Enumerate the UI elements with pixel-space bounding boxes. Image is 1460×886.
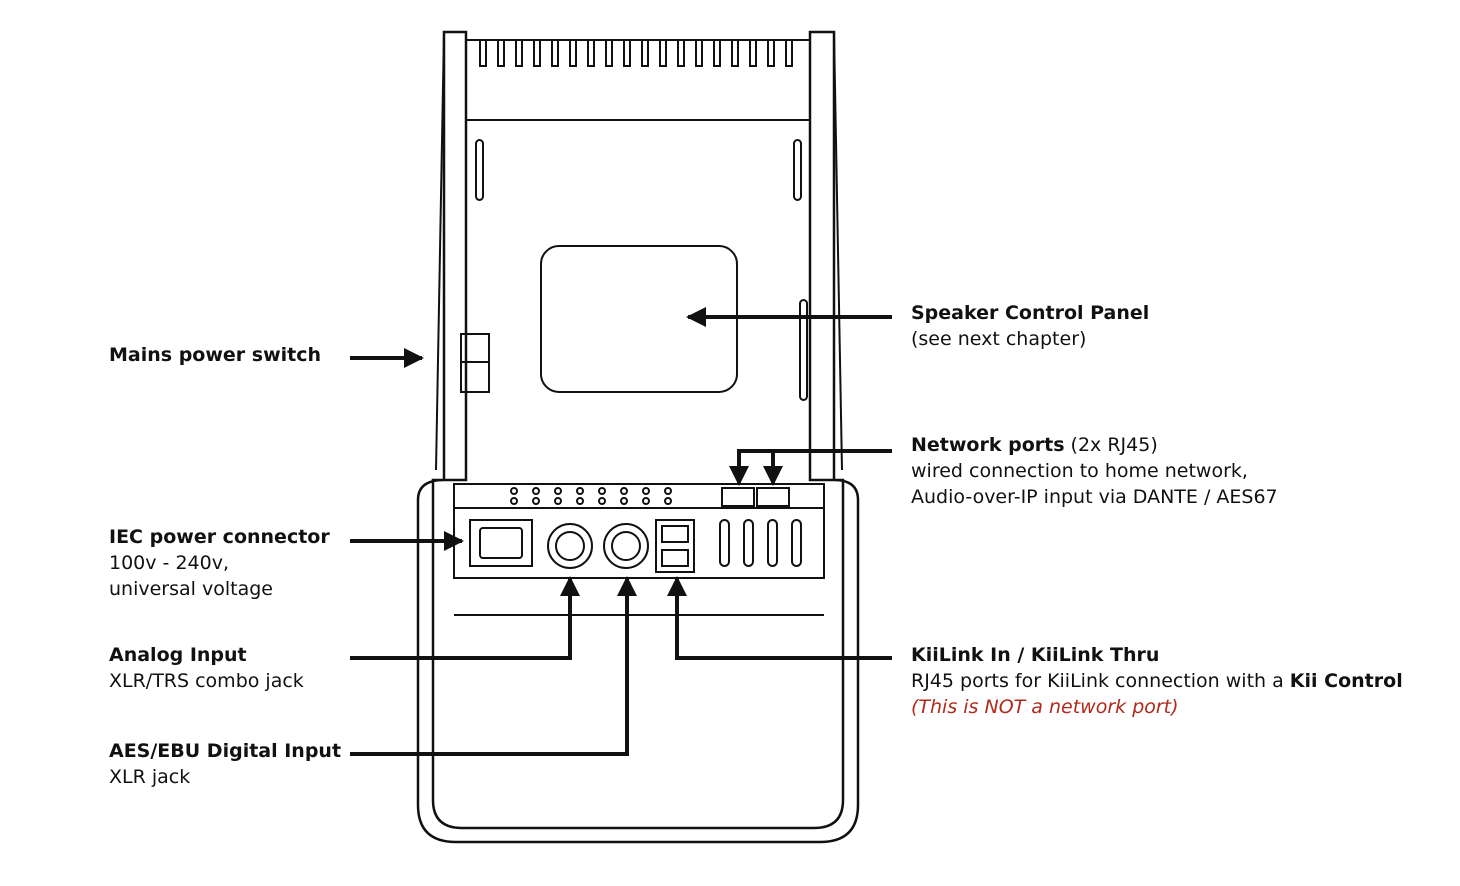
label-control-panel-line1: (see next chapter) bbox=[911, 328, 1087, 350]
arrow-kiilink bbox=[667, 576, 892, 660]
label-kiilink-line1: RJ45 ports for KiiLink connection with a… bbox=[911, 668, 1403, 694]
label-analog: Analog Input XLR/TRS combo jack bbox=[109, 642, 304, 694]
label-aes: AES/EBU Digital Input XLR jack bbox=[109, 738, 341, 790]
speaker-body bbox=[416, 30, 860, 844]
label-network-line1: wired connection to home network, bbox=[911, 460, 1248, 482]
label-mains-switch: Mains power switch bbox=[109, 342, 321, 368]
network-port-2 bbox=[756, 487, 790, 507]
label-iec-line1: 100v - 240v, bbox=[109, 552, 229, 574]
label-iec-line2: universal voltage bbox=[109, 578, 273, 600]
label-kiilink: KiiLink In / KiiLink Thru RJ45 ports for… bbox=[911, 642, 1403, 720]
label-control-panel: Speaker Control Panel (see next chapter) bbox=[911, 300, 1149, 352]
label-analog-line1: XLR/TRS combo jack bbox=[109, 670, 304, 692]
label-aes-title: AES/EBU Digital Input bbox=[109, 740, 342, 762]
label-mains-switch-title: Mains power switch bbox=[109, 344, 322, 366]
arrow-network-1 bbox=[729, 449, 892, 486]
label-iec-title: IEC power connector bbox=[109, 526, 330, 548]
label-kiilink-line1-prefix: RJ45 ports for KiiLink connection with a bbox=[911, 670, 1290, 692]
label-iec: IEC power connector 100v - 240v, univers… bbox=[109, 524, 330, 602]
label-kiilink-line1-bold: Kii Control bbox=[1289, 670, 1403, 692]
label-network-title: Network ports bbox=[911, 434, 1065, 456]
arrow-aes bbox=[350, 576, 637, 756]
analog-combo-jack bbox=[547, 523, 593, 569]
heatsink-fins bbox=[465, 39, 811, 121]
status-leds bbox=[510, 487, 672, 505]
label-network-line2: Audio-over-IP input via DANTE / AES67 bbox=[911, 486, 1278, 508]
label-network: Network ports (2x RJ45) wired connection… bbox=[911, 432, 1278, 510]
label-network-heading: Network ports (2x RJ45) bbox=[911, 432, 1278, 458]
callout-arrows bbox=[350, 307, 892, 756]
iec-power-connector bbox=[469, 519, 533, 567]
network-port-1 bbox=[721, 487, 755, 507]
aes-ebu-xlr-jack bbox=[603, 523, 649, 569]
label-aes-line1: XLR jack bbox=[109, 766, 191, 788]
label-kiilink-warning: (This is NOT a network port) bbox=[911, 696, 1179, 718]
label-control-panel-title: Speaker Control Panel bbox=[911, 302, 1150, 324]
label-kiilink-title: KiiLink In / KiiLink Thru bbox=[911, 644, 1160, 666]
label-network-suffix: (2x RJ45) bbox=[1064, 434, 1158, 456]
label-analog-title: Analog Input bbox=[109, 644, 247, 666]
kiilink-ports bbox=[655, 519, 695, 573]
arrow-analog bbox=[350, 576, 580, 660]
